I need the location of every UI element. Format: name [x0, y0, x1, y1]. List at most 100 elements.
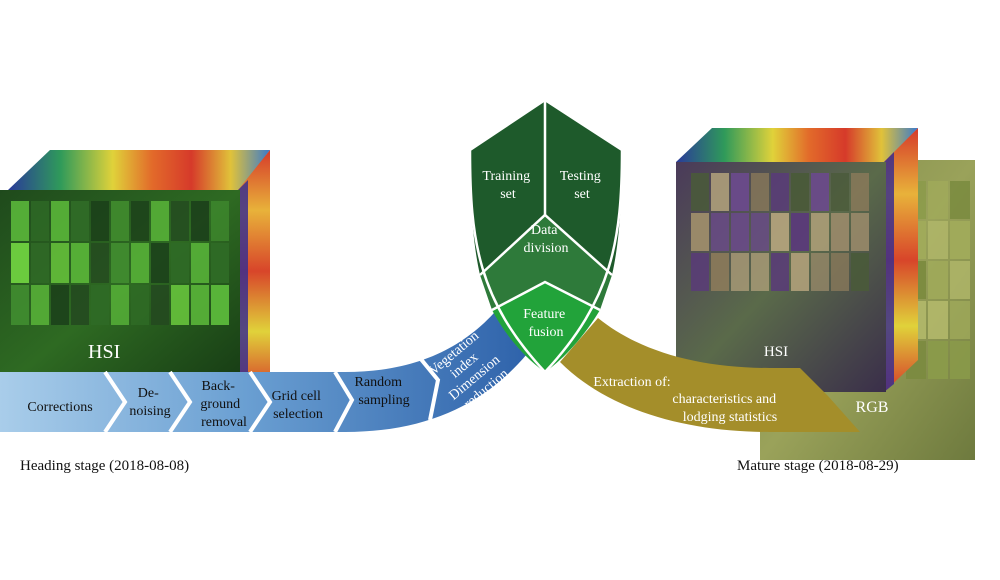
- field-plot: [11, 201, 29, 241]
- field-plot: [151, 285, 169, 325]
- field-plot: [31, 201, 49, 241]
- field-plot: [791, 173, 809, 211]
- field-plot: [851, 173, 869, 211]
- field-plot: [51, 243, 69, 283]
- field-plot: [811, 173, 829, 211]
- field-plot: [211, 201, 229, 241]
- training-set-label: Training set: [482, 169, 533, 202]
- field-plot: [751, 173, 769, 211]
- field-plot: [91, 201, 109, 241]
- feature-fusion-segment: [492, 282, 600, 372]
- field-plot: [791, 213, 809, 251]
- field-plot: [31, 285, 49, 325]
- field-plot: [691, 253, 709, 291]
- field-plot: [191, 243, 209, 283]
- extraction-details: characteristics and lodging statistics: [672, 392, 779, 425]
- mature-stage-caption: Mature stage (2018-08-29): [737, 458, 899, 474]
- cube-top-face: [8, 150, 270, 190]
- field-plot: [171, 201, 189, 241]
- field-plot: [91, 285, 109, 325]
- field-plot: [691, 213, 709, 251]
- field-plot: [928, 181, 948, 219]
- field-plots: [11, 201, 229, 325]
- data-division-segment: [480, 215, 612, 310]
- field-plot: [711, 173, 729, 211]
- field-plot: [928, 341, 948, 379]
- field-plot: [11, 285, 29, 325]
- chevron-dividers: [103, 356, 441, 434]
- field-plot: [11, 243, 29, 283]
- field-plot: [151, 243, 169, 283]
- right-hsi-cube: RGB HSI: [676, 128, 975, 460]
- field-plot: [791, 253, 809, 291]
- field-plot: [950, 301, 970, 339]
- field-plot: [811, 213, 829, 251]
- step-denoising: De- noising: [129, 386, 170, 419]
- feature-fusion-label: Feature fusion: [523, 307, 568, 340]
- field-plot: [711, 213, 729, 251]
- field-plot: [71, 243, 89, 283]
- field-plot: [831, 253, 849, 291]
- step-random-sampling: Random sampling: [355, 375, 410, 408]
- field-plot: [131, 285, 149, 325]
- field-plot: [151, 201, 169, 241]
- field-plot: [111, 201, 129, 241]
- testing-set-label: Testing set: [560, 169, 605, 202]
- left-hsi-cube: HSI: [0, 150, 270, 392]
- data-division-label: Data division: [523, 223, 568, 256]
- rgb-label: RGB: [856, 399, 889, 416]
- field-plot: [928, 301, 948, 339]
- field-plot: [928, 261, 948, 299]
- field-plot: [771, 173, 789, 211]
- field-plot: [950, 341, 970, 379]
- field-plot: [51, 201, 69, 241]
- extraction-title: Extraction of:: [593, 375, 670, 390]
- field-plot: [751, 213, 769, 251]
- field-plot: [771, 253, 789, 291]
- field-plot: [950, 261, 970, 299]
- field-plot: [731, 213, 749, 251]
- field-plot: [711, 253, 729, 291]
- arrow-body: [0, 300, 545, 432]
- field-plot: [211, 243, 229, 283]
- field-plot: [950, 221, 970, 259]
- step-background-removal: Back- ground removal: [200, 379, 247, 430]
- field-plot: [771, 213, 789, 251]
- field-plot: [71, 201, 89, 241]
- field-plot: [751, 253, 769, 291]
- step-grid-cell-selection: Grid cell selection: [272, 389, 325, 422]
- right-cube-top-face: [676, 128, 918, 162]
- right-field-plots: [691, 173, 869, 291]
- step-corrections: Corrections: [27, 400, 92, 415]
- field-plot: [928, 221, 948, 259]
- extraction-body: [560, 318, 860, 432]
- field-plot: [171, 285, 189, 325]
- field-plot: [851, 213, 869, 251]
- field-plot: [811, 253, 829, 291]
- processing-arrow: Corrections De- noising Back- ground rem…: [0, 300, 555, 434]
- field-plot: [191, 285, 209, 325]
- extraction-arrow: Extraction of: characteristics and lodgi…: [560, 318, 860, 432]
- field-plot: [831, 213, 849, 251]
- field-plot: [851, 253, 869, 291]
- field-plot: [731, 173, 749, 211]
- field-plot: [131, 243, 149, 283]
- left-hsi-label: HSI: [88, 341, 120, 363]
- model-shield: Training set Testing set Data division F…: [468, 98, 624, 374]
- field-plot: [211, 285, 229, 325]
- field-plot: [191, 201, 209, 241]
- field-plot: [31, 243, 49, 283]
- field-plot: [831, 173, 849, 211]
- field-plot: [131, 201, 149, 241]
- right-hsi-label: HSI: [764, 344, 788, 360]
- field-plot: [51, 285, 69, 325]
- field-plot: [171, 243, 189, 283]
- field-plot: [731, 253, 749, 291]
- field-plot: [950, 181, 970, 219]
- field-plot: [111, 285, 129, 325]
- field-plot: [111, 243, 129, 283]
- field-plot: [691, 173, 709, 211]
- field-plot: [71, 285, 89, 325]
